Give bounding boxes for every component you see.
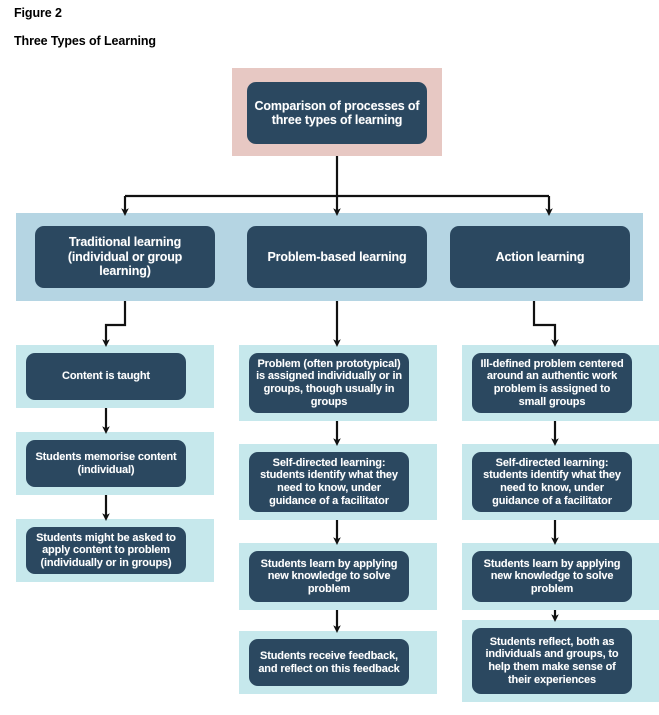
node-column-3-step-2-label: Self-directed learning: students identif… bbox=[483, 456, 621, 507]
node-column-2-step-1-label: Problem (often prototypical) is assigned… bbox=[256, 357, 402, 408]
node-column-3-step-4-label: Students reflect, both as individuals an… bbox=[485, 635, 619, 686]
node-column-1-heading[interactable]: Traditional learning (individual or grou… bbox=[35, 226, 215, 288]
figure-caption: Figure 2 Three Types of Learning bbox=[14, 6, 414, 48]
node-column-2-heading[interactable]: Problem-based learning bbox=[247, 226, 427, 288]
node-column-2-step-2-label: Self-directed learning: students identif… bbox=[260, 456, 398, 507]
node-column-1-step-1-label: Content is taught bbox=[62, 370, 150, 383]
node-column-1-heading-label: Traditional learning (individual or grou… bbox=[67, 235, 183, 279]
node-column-3-heading-label: Action learning bbox=[495, 249, 585, 264]
node-column-2-step-3-label: Students learn by applying new knowledge… bbox=[260, 557, 398, 595]
node-column-2-step-4-label: Students receive feedback, and reflect o… bbox=[258, 649, 400, 675]
node-column-3-step-1[interactable]: Ill-defined problem centered around an a… bbox=[472, 353, 632, 413]
node-column-1-step-3-label: Students might be asked to apply content… bbox=[36, 531, 176, 569]
node-column-1-step-3[interactable]: Students might be asked to apply content… bbox=[26, 527, 186, 574]
connector-col1-heading-to-step1 bbox=[102, 301, 127, 348]
figure-title: Three Types of Learning bbox=[14, 34, 156, 48]
node-root-label: Comparison of processes of three types o… bbox=[254, 98, 420, 127]
node-column-3-step-2[interactable]: Self-directed learning: students identif… bbox=[472, 452, 632, 512]
node-column-1-step-2[interactable]: Students memorise content (individual) bbox=[26, 440, 186, 487]
node-column-1-step-2-label: Students memorise content (individual) bbox=[35, 450, 177, 476]
connector-col3-heading-to-step1 bbox=[532, 301, 559, 348]
figure-label: Figure 2 bbox=[14, 6, 62, 20]
node-column-1-step-1[interactable]: Content is taught bbox=[26, 353, 186, 400]
node-column-3-step-1-label: Ill-defined problem centered around an a… bbox=[480, 357, 624, 408]
node-column-3-step-3[interactable]: Students learn by applying new knowledge… bbox=[472, 551, 632, 602]
node-column-2-step-1[interactable]: Problem (often prototypical) is assigned… bbox=[249, 353, 409, 413]
node-column-3-step-4[interactable]: Students reflect, both as individuals an… bbox=[472, 628, 632, 694]
node-column-2-heading-label: Problem-based learning bbox=[267, 249, 407, 264]
node-column-3-step-3-label: Students learn by applying new knowledge… bbox=[483, 557, 621, 595]
node-column-2-step-4[interactable]: Students receive feedback, and reflect o… bbox=[249, 639, 409, 686]
node-column-3-heading[interactable]: Action learning bbox=[450, 226, 630, 288]
node-column-2-step-3[interactable]: Students learn by applying new knowledge… bbox=[249, 551, 409, 602]
node-column-2-step-2[interactable]: Self-directed learning: students identif… bbox=[249, 452, 409, 512]
node-root[interactable]: Comparison of processes of three types o… bbox=[247, 82, 427, 144]
